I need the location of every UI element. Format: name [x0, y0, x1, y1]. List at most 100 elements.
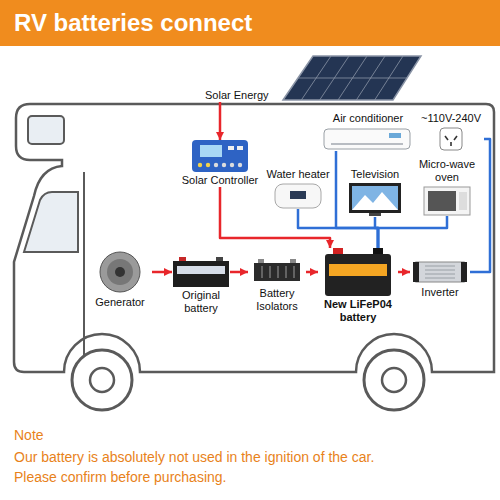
label-group: Original battery [172, 289, 230, 315]
solar-controller-icon [192, 140, 248, 172]
cab-window [24, 192, 78, 252]
socket-slot [450, 142, 452, 146]
heater-display [290, 191, 306, 199]
label-group: Solar Energy [205, 89, 269, 102]
lifepo4-terminal [333, 248, 343, 254]
terminal [198, 163, 202, 167]
lifepo4-terminal [373, 248, 383, 254]
inverter-fin [425, 278, 455, 279]
generator: Generator [88, 250, 152, 309]
solar-panel-icon [275, 52, 425, 102]
component-label: Inverter [421, 286, 458, 299]
bunk-window [28, 116, 64, 144]
usb-port [237, 146, 243, 150]
battery-isolator: Battery Isolators [248, 259, 306, 313]
lifepo4-band [329, 264, 387, 276]
note-text: Note [14, 426, 44, 444]
terminal [222, 163, 226, 167]
rear-hub [382, 368, 406, 392]
ac-display [389, 133, 401, 138]
microwave-oven-icon [423, 186, 471, 216]
component-label: Solar Energy [205, 89, 269, 102]
component-label: Battery Isolators [248, 287, 306, 313]
cab-door-line [83, 172, 85, 368]
lifepo4-battery: New LiFeP04 battery [318, 248, 398, 324]
note-text: Our battery is absolutely not used in th… [14, 448, 374, 466]
original-battery: Original battery [172, 257, 230, 315]
component-label: New LiFeP04 battery [318, 298, 398, 324]
label-group: ~110V-240V [421, 112, 481, 125]
socket-slot [445, 136, 448, 140]
socket-plate [440, 128, 462, 150]
label-group: Generator [95, 296, 145, 309]
solar-controller: Solar Controller [178, 140, 262, 187]
generator-icon [95, 250, 145, 294]
terminal [206, 163, 210, 167]
component-label: ~110V-240V [421, 112, 481, 125]
air-conditioner: Air conditioner [322, 112, 414, 151]
battery-terminal [179, 257, 186, 261]
power-socket: ~110V-240V [418, 112, 484, 151]
inverter-icon [413, 260, 467, 284]
label-group: Inverter [421, 286, 458, 299]
isolator-fin [285, 266, 287, 278]
microwave-oven: Micro-wave oven [415, 158, 479, 216]
tv-screen [352, 186, 398, 210]
tv-picture [352, 192, 398, 210]
lifepo4-battery-icon [325, 248, 391, 296]
title-banner [0, 0, 500, 46]
component-label: Original battery [172, 289, 230, 315]
water-heater-icon [274, 183, 322, 209]
generator-hub [115, 267, 125, 277]
panel-frame [283, 56, 421, 100]
terminal [238, 163, 242, 167]
isolator-terminal [290, 259, 296, 263]
ac-vent [331, 143, 403, 145]
tv-stand [369, 213, 381, 216]
component-label: Solar Controller [182, 174, 258, 187]
controller-body [192, 140, 248, 172]
inverter-body [413, 262, 467, 282]
lifepo4-body [325, 254, 391, 296]
inverter-end [461, 262, 467, 282]
isolator-terminal [258, 259, 264, 263]
heater-body [275, 184, 321, 208]
television-icon [349, 183, 401, 217]
isolator-fin [269, 266, 271, 278]
television: Television [345, 168, 405, 217]
label-group: Solar Controller [182, 174, 258, 187]
terminal [230, 163, 234, 167]
generator-ring [107, 259, 133, 285]
label-group: Water heater [266, 168, 329, 181]
note-text: Please confirm before purchasing. [14, 468, 226, 486]
panel-cell-line [298, 78, 407, 79]
label-group: Micro-wave oven [415, 158, 479, 184]
power-wire [378, 216, 447, 248]
battery-sticker [177, 266, 225, 274]
isolator-body [254, 263, 300, 281]
power-wire [298, 209, 378, 248]
front-wheel [72, 350, 132, 410]
power-wire [306, 271, 318, 274]
label-group: Air conditioner [333, 112, 403, 125]
isolator-fin [277, 266, 279, 278]
microwave-panel [459, 192, 467, 210]
label-group: Battery Isolators [248, 287, 306, 313]
power-wire [219, 102, 222, 140]
component-label: Micro-wave oven [415, 158, 479, 184]
label-group: Television [351, 168, 399, 181]
inverter-end [413, 262, 419, 282]
inverter-fin [425, 266, 455, 267]
controller-screen [200, 145, 222, 157]
water-heater: Water heater [266, 168, 330, 209]
air-conditioner-icon [323, 127, 413, 151]
power-socket-icon [439, 127, 463, 151]
inverter-fin [425, 270, 455, 271]
battery-body [173, 261, 229, 287]
battery-isolator-icon [254, 259, 300, 285]
microwave-body [424, 187, 470, 215]
tv-frame [349, 183, 401, 213]
inverter-fin [425, 274, 455, 275]
